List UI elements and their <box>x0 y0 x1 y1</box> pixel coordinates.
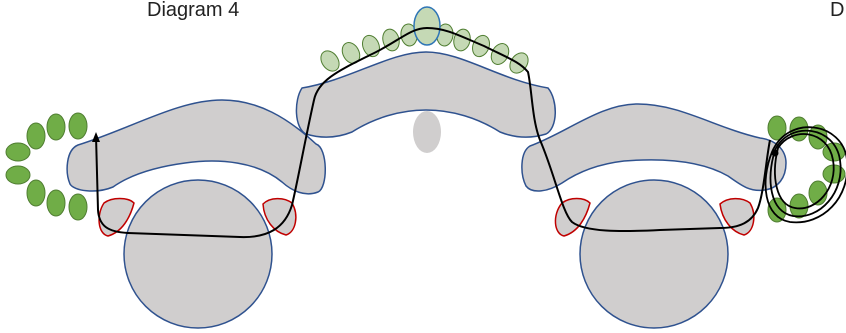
left-leaf-8 <box>68 193 88 221</box>
left-circle <box>123 179 273 329</box>
left-leaf-6 <box>26 179 46 207</box>
right-circle <box>579 179 729 329</box>
red-lobes <box>98 197 755 237</box>
left-lobe-inner <box>262 197 297 236</box>
left-curved-body <box>66 99 326 195</box>
coil-loop-2 <box>764 126 846 224</box>
center-oval <box>413 111 441 153</box>
traced-path <box>95 26 771 239</box>
left-lobe-outer <box>98 197 135 237</box>
top-blue-leaf <box>413 6 441 46</box>
left-leaf-3 <box>26 122 46 150</box>
coil-loop-1 <box>769 129 842 218</box>
center-curved-body <box>295 51 556 138</box>
diagram-5-partial-label: D <box>830 0 844 21</box>
right-leaf-7 <box>789 193 809 219</box>
path-start-arrow <box>92 132 100 142</box>
right-lobe-outer <box>719 197 755 236</box>
left-leaf-1 <box>68 112 88 140</box>
coiled-loops <box>764 126 846 224</box>
left-leaf-4 <box>5 142 31 162</box>
diagram-4-label: Diagram 4 <box>147 0 239 21</box>
top-leaf-3 <box>362 34 380 58</box>
left-leaf-7 <box>46 189 66 217</box>
left-leaf-5 <box>5 165 31 185</box>
left-leaf-2 <box>46 113 66 141</box>
right-leaf-8 <box>767 197 787 223</box>
left-green-leaves <box>5 112 88 221</box>
right-leaf-1 <box>767 115 787 141</box>
path-end-dot <box>771 149 779 157</box>
top-leaf-8 <box>472 34 490 58</box>
top-leaf-1 <box>320 50 340 72</box>
right-curved-body <box>521 103 787 192</box>
top-leaf-2 <box>341 42 361 64</box>
coil-loop-3 <box>774 133 835 210</box>
